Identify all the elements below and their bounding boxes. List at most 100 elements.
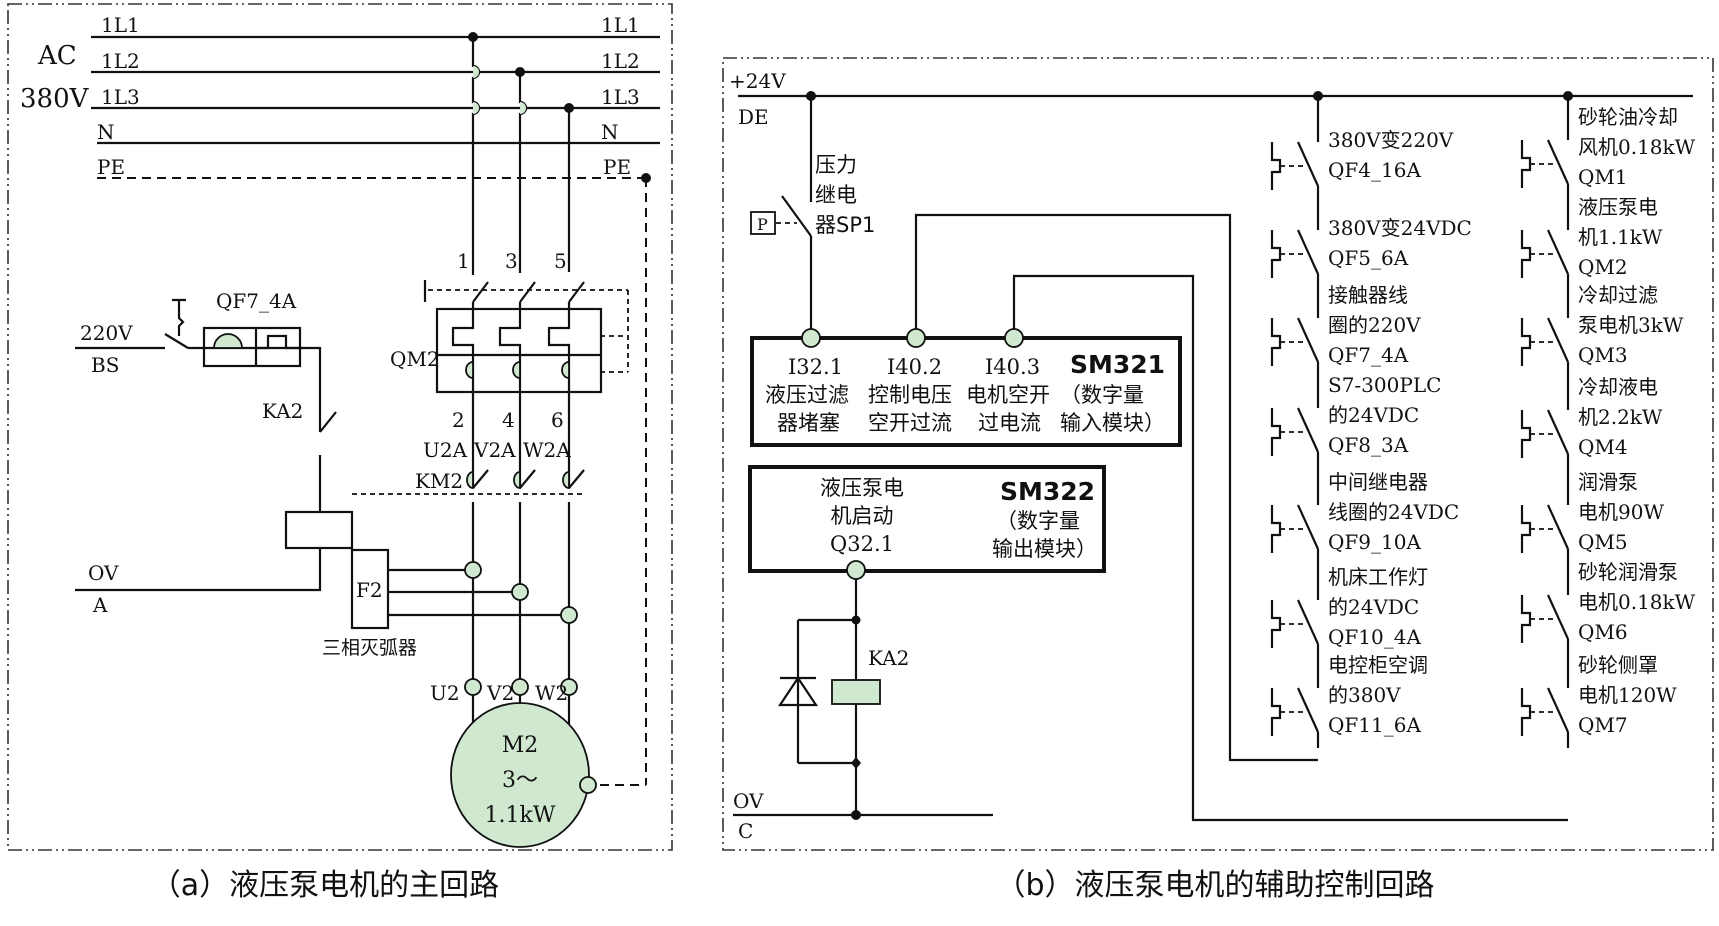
qm2-terminal-out: 2 xyxy=(452,408,465,432)
breaker-label: QM2 xyxy=(1578,255,1628,279)
sm322-output-desc: 液压泵电 xyxy=(820,476,904,500)
motor-terminal xyxy=(511,678,529,696)
breaker-actuator-icon xyxy=(1270,505,1282,553)
breaker-actuator-icon xyxy=(1270,688,1282,736)
breaker-actuator-icon xyxy=(1270,600,1282,648)
sm322-title: SM322 xyxy=(1000,477,1095,506)
breaker-label: 机2.2kW xyxy=(1578,405,1663,429)
motor-m2: M2 3～ 1.1kW xyxy=(450,702,597,848)
bus-label-right: 1L2 xyxy=(601,49,640,73)
qm2-terminal-in: 5 xyxy=(554,249,567,273)
sm322-output-addr: Q32.1 xyxy=(830,532,894,556)
breaker-label: 电机90W xyxy=(1578,500,1664,524)
wire-label: W2A xyxy=(523,438,571,462)
sm321-input-desc: 过电流 xyxy=(978,411,1041,435)
breaker-contact xyxy=(1296,504,1320,550)
breaker-label: 冷却液电 xyxy=(1578,375,1658,399)
breaker-label: QM3 xyxy=(1578,343,1628,367)
breaker-label: QF5_6A xyxy=(1328,246,1409,270)
qf7-breaker: QF7_4A xyxy=(164,289,303,368)
breaker-contact xyxy=(1546,409,1570,455)
sm322-desc: （数字量 xyxy=(996,509,1080,533)
panel-b-frame xyxy=(722,57,1714,851)
ka2-contact-label: KA2 xyxy=(262,399,303,423)
breaker-actuator-icon xyxy=(1270,142,1282,190)
breaker-label: QF10_4A xyxy=(1328,625,1421,649)
feedback-wire-i40-2 xyxy=(914,213,1318,762)
bus-label-left: N xyxy=(97,120,115,144)
breaker-label: QF9_10A xyxy=(1328,530,1421,554)
breaker-contact xyxy=(1546,317,1570,363)
qm2-breaker: QM2 xyxy=(390,280,629,394)
breaker-contact xyxy=(1296,317,1320,363)
sm321-input-desc: 空开过流 xyxy=(868,411,952,435)
breaker-contact xyxy=(1296,599,1320,645)
breaker-label: QF4_16A xyxy=(1328,158,1421,182)
ka2-coil-label: KA2 xyxy=(868,646,909,670)
panel-a-main-circuit: AC 380V 1L1 1L2 1L3 N PE 1L1 1L2 1L3 N P… xyxy=(7,3,673,903)
qm2-terminal-out: 4 xyxy=(502,408,515,432)
breaker-label: 380V变220V xyxy=(1328,128,1454,152)
sm321-input-desc: 液压过滤 xyxy=(765,383,849,407)
feedback-wire-i40-3 xyxy=(1012,274,1568,822)
qm2-terminal-in: 1 xyxy=(457,249,470,273)
sm321-input-desc: 电机空开 xyxy=(966,383,1050,407)
breaker-label: QF7_4A xyxy=(1328,343,1409,367)
bus-label-right: N xyxy=(601,120,619,144)
bus-label-right: 1L1 xyxy=(601,13,640,37)
control-wire xyxy=(300,346,322,432)
bus-label-left: 1L2 xyxy=(101,49,140,73)
breaker-contact xyxy=(1546,139,1570,185)
qm2-terminal-in: 3 xyxy=(505,249,518,273)
sm321-input-desc: 控制电压 xyxy=(868,383,952,407)
bus-label-right: 1L3 xyxy=(601,85,640,109)
km2-label: KM2 xyxy=(415,469,463,493)
breaker-label: QM4 xyxy=(1578,435,1628,459)
breaker-label: 砂轮侧罩 xyxy=(1578,653,1658,677)
breaker-label: 中间继电器 xyxy=(1328,470,1428,494)
breaker-label: QM5 xyxy=(1578,530,1628,554)
ov-label: OV xyxy=(88,561,119,585)
breaker-label: 风机0.18kW xyxy=(1578,135,1696,159)
wire-label: V2A xyxy=(473,438,516,462)
flyback-diode xyxy=(777,676,819,707)
sm321-desc: （数字量 xyxy=(1060,383,1144,407)
bs-label: BS xyxy=(91,353,119,377)
motor-terminal-label: U2 xyxy=(430,681,460,705)
caption-b: （b）液压泵电机的辅助控制回路 xyxy=(995,868,1434,903)
breaker-label: 机1.1kW xyxy=(1578,225,1663,249)
breaker-label: QF8_3A xyxy=(1328,433,1409,457)
ka2-relay-coil: KA2 xyxy=(777,579,909,820)
sm321-input-addr: I40.3 xyxy=(985,355,1040,379)
breaker-label: 电控柜空调 xyxy=(1328,653,1428,677)
breaker-label: QM6 xyxy=(1578,620,1628,644)
qm2-terminal-out: 6 xyxy=(551,408,564,432)
breaker-contact xyxy=(1546,229,1570,275)
breaker-actuator-icon xyxy=(1520,505,1532,553)
breaker-actuator-icon xyxy=(1520,140,1532,188)
de-label: DE xyxy=(738,105,769,129)
motor-name: M2 xyxy=(502,733,539,758)
c-label: C xyxy=(738,819,753,843)
voltage-label: 380V xyxy=(20,84,90,114)
caption-a: （a）液压泵电机的主回路 xyxy=(151,868,499,903)
sp1-label: 继电 xyxy=(815,183,857,207)
breaker-label: 圈的220V xyxy=(1328,313,1421,337)
crossover-marker xyxy=(473,66,526,114)
bus-label-left: PE xyxy=(97,155,125,179)
qm-breaker-column: 砂轮油冷却风机0.18kWQM1液压泵电机1.1kWQM2冷却过滤泵电机3kWQ… xyxy=(1520,96,1696,748)
sp1-label: 器SP1 xyxy=(815,213,875,237)
sm321-input-addr: I40.2 xyxy=(887,355,942,379)
breaker-label: 机床工作灯 xyxy=(1328,565,1428,589)
ka2-contact xyxy=(318,411,337,512)
v220-label: 220V xyxy=(80,321,133,345)
breaker-label: 电机0.18kW xyxy=(1578,590,1696,614)
